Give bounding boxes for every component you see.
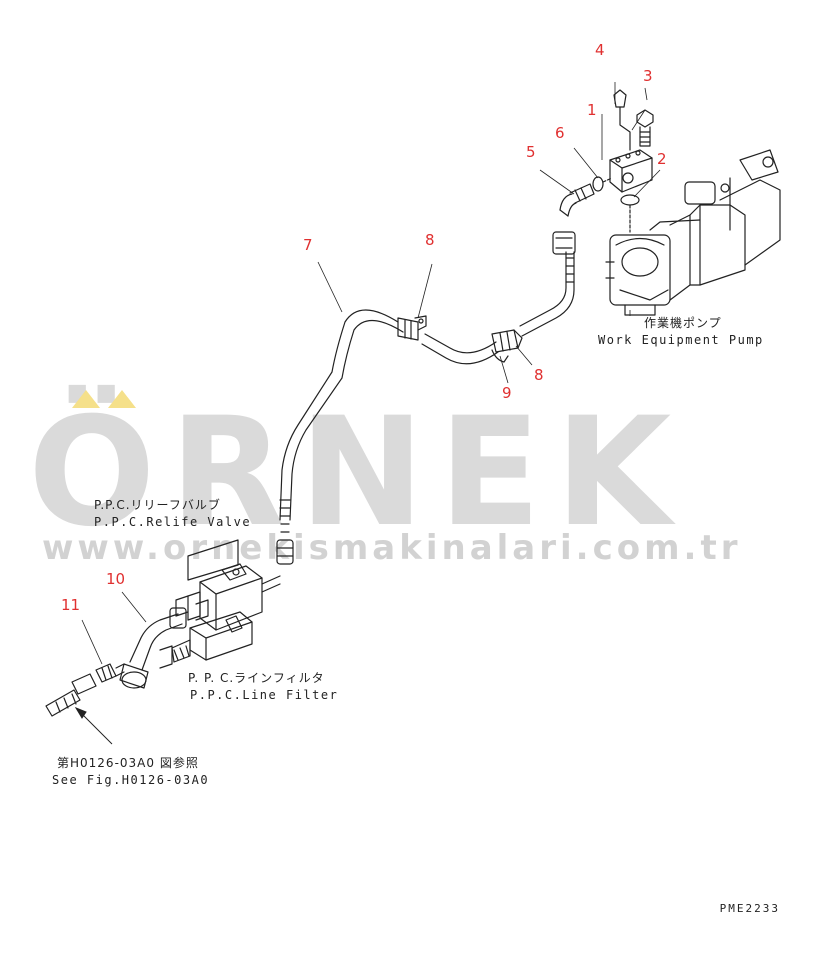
reference-arrow xyxy=(74,706,113,745)
relief-valve-label-en: P.P.C.Relife Valve xyxy=(94,515,252,529)
callout-4: 4 xyxy=(595,41,605,59)
relief-valve-label-jp: P.P.C.リリーフバルブ xyxy=(94,498,221,512)
reference-label-en: See Fig.H0126-03A0 xyxy=(52,773,210,787)
callout-10: 10 xyxy=(106,570,126,588)
callout-5: 5 xyxy=(526,143,536,161)
pump-label-en: Work Equipment Pump xyxy=(598,333,764,347)
part-8-clamp-upper xyxy=(397,315,427,341)
pump-label-jp: 作業機ポンプ xyxy=(644,316,722,330)
callout-1: 1 xyxy=(587,101,597,119)
callout-11: 11 xyxy=(61,596,81,614)
watermark-url: www.ornekismakinalari.com.tr xyxy=(42,528,742,568)
part-8-clamp-lower xyxy=(491,329,523,353)
callout-8-lower: 8 xyxy=(534,366,544,384)
part-4-nipple xyxy=(613,89,631,151)
part-1-block xyxy=(609,149,653,193)
watermark-brand: ÖRNEK xyxy=(28,386,686,560)
line-filter-label-jp: P. P. C.ラインフィルタ xyxy=(188,671,325,685)
part-10-hose xyxy=(119,607,187,689)
part-9-clamp xyxy=(491,349,509,363)
part-11-fitting xyxy=(45,663,125,717)
leader-lines xyxy=(81,82,661,665)
line-filter-label-en: P.P.C.Line Filter xyxy=(190,688,339,702)
part-2-o-ring xyxy=(620,194,640,206)
callout-8-upper: 8 xyxy=(425,231,435,249)
watermark-accent xyxy=(72,390,136,408)
callout-6: 6 xyxy=(555,124,565,142)
callout-2: 2 xyxy=(657,150,667,168)
callout-7: 7 xyxy=(303,236,313,254)
ppc-line-filter xyxy=(159,611,253,669)
part-7-hose xyxy=(276,231,576,565)
drawing-code: PME2233 xyxy=(719,902,780,915)
part-3-bolt xyxy=(636,109,654,147)
callout-9: 9 xyxy=(502,384,512,402)
part-6-o-ring xyxy=(592,176,604,192)
work-equipment-pump xyxy=(605,149,781,316)
part-5-elbow xyxy=(559,183,595,217)
callout-3: 3 xyxy=(643,67,653,85)
reference-label-jp: 第H0126-03A0 図参照 xyxy=(57,756,199,770)
ppc-relief-valve xyxy=(175,539,281,631)
